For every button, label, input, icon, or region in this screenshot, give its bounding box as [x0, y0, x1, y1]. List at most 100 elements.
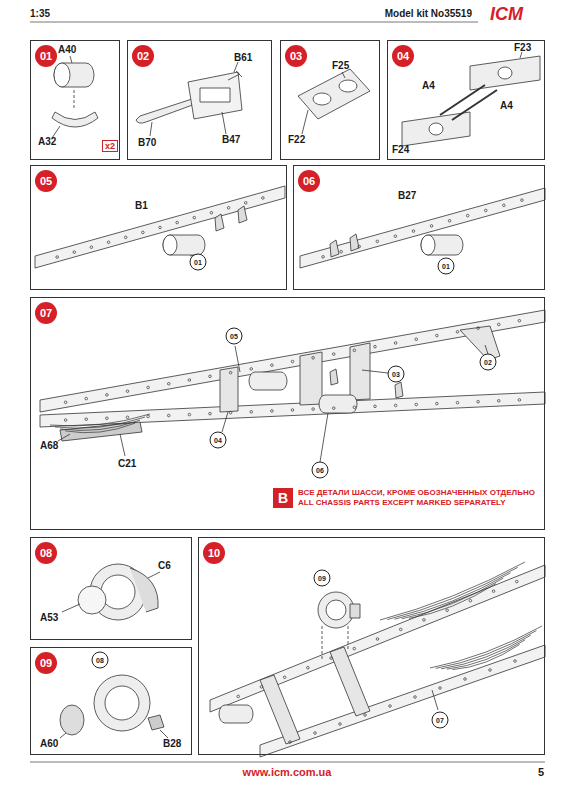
line-art [456, 331, 459, 334]
line-art [332, 407, 335, 410]
line-art [107, 241, 110, 244]
line-art [340, 250, 343, 253]
line-art [136, 98, 198, 123]
line-art [60, 733, 66, 738]
line-art [147, 386, 150, 389]
line-art [35, 186, 285, 268]
line-art [353, 349, 356, 352]
line-art [477, 327, 480, 330]
line-art [322, 626, 323, 660]
line-art [470, 56, 540, 90]
line-art [90, 246, 93, 249]
line-art [447, 640, 525, 669]
line-art [52, 112, 98, 127]
line-art [402, 578, 504, 619]
line-art [289, 741, 292, 744]
line-art [394, 404, 397, 407]
line-art [432, 690, 438, 710]
line-art [446, 609, 449, 612]
line-art [376, 638, 379, 641]
line-art [358, 245, 361, 248]
line-art [518, 399, 521, 402]
line-art [58, 434, 70, 441]
part-number: B27 [398, 190, 416, 201]
line-art [271, 410, 274, 413]
line-art [74, 90, 75, 110]
line-art [215, 206, 247, 231]
step-number: 08 [35, 542, 57, 564]
line-art [436, 402, 439, 405]
line-art [210, 565, 545, 712]
line-art [498, 67, 512, 79]
line-art [148, 715, 164, 730]
line-art [298, 69, 370, 119]
brand-logo: ICM [490, 4, 523, 25]
line-art [436, 334, 439, 337]
part-number: A60 [40, 738, 58, 749]
callout-number: 09 [314, 570, 331, 587]
part-number: F23 [514, 42, 531, 53]
line-art [193, 216, 196, 219]
line-art [244, 202, 247, 205]
line-art [332, 353, 335, 356]
line-art [374, 405, 377, 408]
line-art [460, 326, 500, 360]
scale-text: 1:35 [30, 8, 50, 19]
line-art [229, 411, 232, 414]
line-art [65, 423, 135, 433]
line-art [387, 567, 518, 619]
line-art [142, 231, 145, 234]
line-art [440, 85, 497, 120]
line-art [228, 71, 242, 80]
line-art [394, 342, 397, 345]
line-art [291, 360, 294, 363]
callout-number: 01 [438, 258, 455, 275]
line-art [167, 414, 170, 417]
line-art [106, 417, 109, 420]
line-art [339, 723, 342, 726]
line-art [210, 211, 213, 214]
line-art [302, 110, 308, 134]
line-art [148, 572, 160, 578]
line-art [466, 214, 469, 217]
line-art [209, 375, 212, 378]
line-art [441, 635, 531, 669]
quantity-mark: x2 [102, 140, 118, 152]
repeated-detail [50, 197, 542, 744]
line-art [312, 356, 315, 359]
line-art [353, 647, 356, 650]
line-art [409, 584, 496, 619]
step-number: 10 [203, 542, 225, 564]
line-art [503, 204, 506, 207]
line-art [85, 418, 88, 421]
step-panel: 05 [30, 165, 287, 290]
part-number: A68 [40, 440, 58, 451]
line-art [314, 732, 317, 735]
line-art [477, 400, 480, 403]
line-art [515, 580, 518, 583]
line-art [105, 686, 139, 720]
step-number: 05 [35, 170, 57, 192]
note-box: BВСЕ ДЕТАЛИ ШАССИ, КРОМЕ ОБОЗНАЧЕННЫХ ОТ… [273, 488, 535, 508]
line-art [126, 390, 129, 393]
line-art [85, 397, 88, 400]
line-art [30, 22, 545, 762]
line-art [436, 631, 537, 669]
line-art [364, 714, 367, 717]
part-number: A4 [422, 80, 435, 91]
part-number: F22 [288, 134, 305, 145]
note-text: ALL CHASSIS PARTS EXCEPT MARKED SEPARATE… [298, 498, 535, 508]
callout-number: 07 [432, 712, 449, 729]
part-number: B47 [222, 134, 240, 145]
line-art [380, 562, 525, 620]
line-art [188, 413, 191, 416]
line-art [518, 319, 521, 322]
line-art [54, 63, 94, 87]
part-number: B61 [234, 52, 252, 63]
line-art [271, 364, 274, 367]
part-number: B1 [135, 200, 148, 211]
part-number: B70 [138, 137, 156, 148]
line-art [235, 346, 240, 372]
part-number: F24 [392, 144, 409, 155]
line-art [163, 235, 205, 255]
